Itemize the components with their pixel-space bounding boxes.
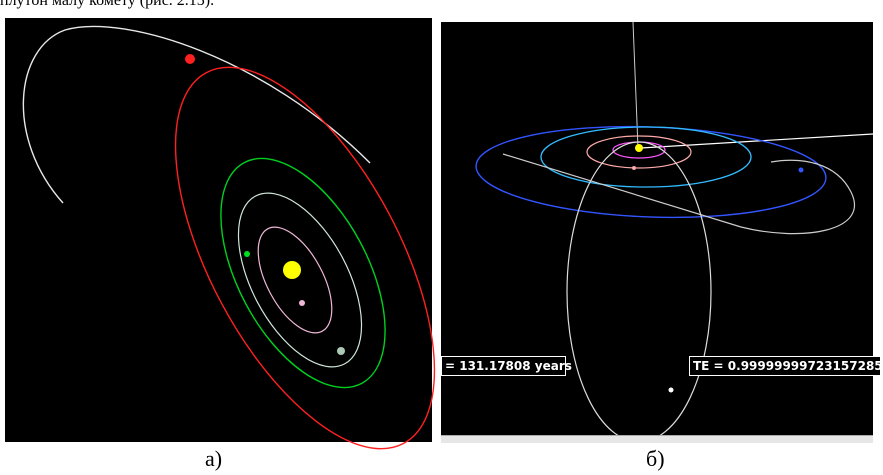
pink-orbit [257,226,333,334]
cyan-orbit [540,126,752,188]
caption-b: б) [646,446,665,471]
orbit-canvas-a [22,25,436,450]
planet-blue [798,167,804,173]
body-text-fragment: плутон малу комету (рис. 2.15). [0,0,215,9]
comet-orbit [174,66,436,450]
green-orbit [220,157,386,389]
x-axis [640,133,874,149]
sun [635,144,643,152]
comet-tilted-orbit [502,153,855,235]
planet-pink [299,300,305,306]
simulation-view-b[interactable]: = 131.17808 years TE = 0.999999997231572… [441,21,883,443]
sun [283,261,301,279]
comet-body [668,387,674,393]
status-strip [441,435,873,443]
planet-green [244,251,250,257]
z-axis [632,21,639,149]
time-readout: = 131.17808 years [441,356,572,376]
energy-readout: TE = 0.99999999723157285 [689,356,883,376]
simulation-view-a[interactable] [5,18,436,450]
pink-orbit [586,135,692,169]
caption-a: а) [205,446,223,471]
planet-pale [337,347,345,355]
inner-orbit [237,192,363,368]
comet-trail [22,25,371,204]
planet-pink [632,166,636,170]
comet-body [185,54,195,64]
orbit-canvas-b [475,21,874,443]
